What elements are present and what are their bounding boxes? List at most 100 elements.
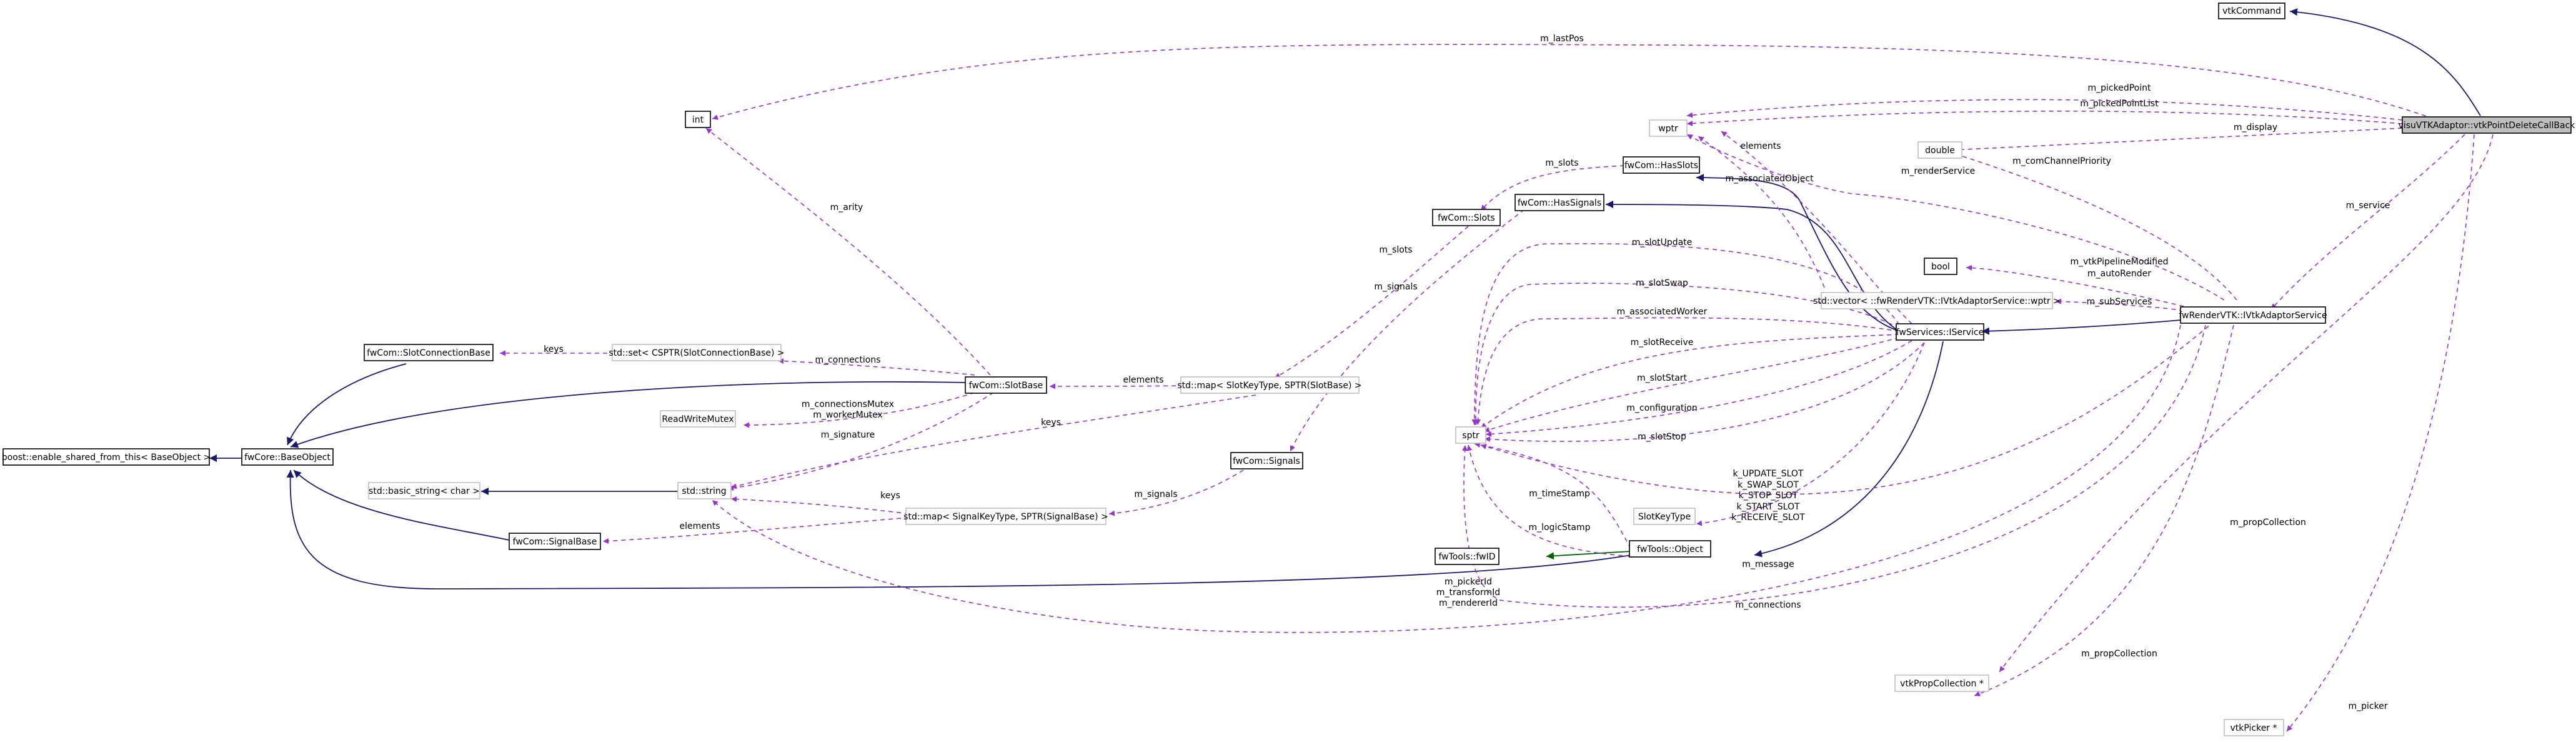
node-iservice[interactable]: fwServices::IService — [1896, 323, 1984, 341]
edge-kslots — [1696, 342, 1925, 526]
node-boost-enable-shared[interactable]: boost::enable_shared_from_this< BaseObje… — [2, 448, 211, 466]
edge-slotstop — [1484, 342, 1925, 443]
node-vtkpicker[interactable]: vtkPicker * — [2224, 719, 2284, 736]
label-keys-mapslot: keys — [1041, 418, 1061, 428]
label-m-lastpos: m_lastPos — [1540, 34, 1584, 44]
edge-lastpos — [712, 44, 2434, 120]
edge-propcollection-top — [1999, 134, 2494, 673]
label-m-pickedpoint: m_pickedPoint — [2088, 83, 2151, 93]
label-m-logicstamp: m_logicStamp — [1528, 523, 1590, 533]
label-m-subservices: m_subServices — [2087, 297, 2152, 307]
label-m-associatedobject: m_associatedObject — [1725, 174, 1814, 184]
node-map-slot[interactable]: std::map< SlotKeyType, SPTR(SlotBase) > — [1177, 376, 1362, 394]
svg-text:ReadWriteMutex: ReadWriteMutex — [662, 414, 734, 424]
label-keys-setcsptr: keys — [544, 344, 564, 354]
node-vtkcommand[interactable]: vtkCommand — [2218, 3, 2285, 19]
svg-text:fwCom::SlotBase: fwCom::SlotBase — [969, 381, 1043, 391]
node-std-string[interactable]: std::string — [677, 482, 732, 499]
label-m-configuration: m_configuration — [1626, 403, 1698, 413]
node-hasslots[interactable]: fwCom::HasSlots — [1623, 156, 1700, 174]
edge-pickedpointlist — [1686, 111, 2403, 126]
svg-text:bool: bool — [1931, 262, 1950, 272]
edge-elements-mapsignal — [602, 517, 910, 544]
node-bool[interactable]: bool — [1924, 258, 1957, 275]
label-m-renderservice: m_renderService — [1901, 166, 1976, 176]
label-m-slotupdate: m_slotUpdate — [1632, 238, 1693, 248]
svg-text:fwCom::HasSignals: fwCom::HasSignals — [1518, 198, 1601, 208]
node-hassignals[interactable]: fwCom::HasSignals — [1514, 194, 1604, 211]
svg-text:fwCom::Slots: fwCom::Slots — [1438, 213, 1495, 223]
node-signals[interactable]: fwCom::Signals — [1230, 452, 1303, 469]
edge-propcollection-bottom — [1974, 324, 2234, 696]
svg-text:std::string: std::string — [682, 486, 726, 496]
label-m-message: m_message — [1742, 559, 1794, 569]
edge-signals-map — [1108, 469, 1244, 516]
label-m-rendererid: m_rendererId — [1439, 598, 1498, 608]
node-vtkpropcollection[interactable]: vtkPropCollection * — [1894, 674, 1989, 692]
svg-text:fwTools::Object: fwTools::Object — [1637, 544, 1703, 554]
edge-root-to-vtkcommand — [2289, 8, 2481, 116]
edge-renderservice — [1686, 134, 2225, 301]
label-m-signature: m_signature — [821, 430, 875, 440]
edge-display — [1952, 128, 2403, 153]
label-keys-mapsignal: keys — [880, 491, 900, 501]
label-m-associatedworker: m_associatedWorker — [1617, 307, 1708, 317]
label-m-display: m_display — [2234, 123, 2277, 133]
node-double[interactable]: double — [1917, 141, 1962, 159]
label-m-autorender: m_autoRender — [2087, 269, 2151, 279]
label-m-slotstop: m_slotStop — [1638, 432, 1686, 442]
label-m-slotswap: m_slotSwap — [1636, 278, 1688, 288]
node-basic-string[interactable]: std::basic_string< char > — [368, 482, 480, 499]
node-slotkeytype[interactable]: SlotKeyType — [1633, 508, 1696, 525]
edge-labels: m_lastPos m_pickedPoint m_pickedPointLis… — [544, 34, 2390, 711]
node-slots[interactable]: fwCom::Slots — [1432, 209, 1501, 226]
label-m-connectionsmutex: m_connectionsMutex — [802, 399, 894, 409]
edge-mutexes — [743, 392, 975, 428]
node-set-csptr[interactable]: std::set< CSPTR(SlotConnectionBase) > — [609, 344, 785, 361]
label-k-start: k_START_SLOT — [1736, 502, 1800, 512]
edge-slotreceive — [1480, 334, 1900, 429]
label-m-arity: m_arity — [830, 203, 863, 213]
svg-text:boost::enable_shared_from_this: boost::enable_shared_from_this< BaseObje… — [2, 453, 211, 463]
svg-text:vtkCommand: vtkCommand — [2222, 6, 2281, 16]
edge-comchannelpriority — [1952, 152, 2237, 301]
node-int[interactable]: int — [685, 111, 711, 128]
svg-text:fwRenderVTK::IVtkAdaptorServic: fwRenderVTK::IVtkAdaptorService — [2179, 311, 2327, 321]
label-m-vtkpipelinemodified: m_vtkPipelineModified — [2070, 257, 2168, 267]
label-m-slotreceive: m_slotReceive — [1631, 338, 1694, 348]
edge-keys-mapslot — [730, 394, 1256, 489]
edge-slotconnbase-to-baseobject — [287, 363, 407, 446]
node-signalbase[interactable]: fwCom::SignalBase — [509, 533, 601, 550]
node-vtkpointdeletecallback[interactable]: visuVTKAdaptor::vtkPointDeleteCallBack — [2399, 116, 2576, 134]
node-slotbase[interactable]: fwCom::SlotBase — [965, 376, 1047, 394]
node-ivtkadaptorservice[interactable]: fwRenderVTK::IVtkAdaptorService — [2179, 306, 2327, 324]
label-k-update: k_UPDATE_SLOT — [1733, 469, 1804, 479]
node-sptr[interactable]: sptr — [1455, 426, 1486, 444]
node-fwobject[interactable]: fwTools::Object — [1629, 540, 1711, 558]
label-m-connections-set: m_connections — [815, 355, 880, 365]
svg-text:fwCore::BaseObject: fwCore::BaseObject — [244, 453, 331, 463]
edge-signature — [727, 392, 994, 491]
label-m-connections-bottom: m_connections — [1735, 600, 1801, 610]
label-m-workermutex: m_workerMutex — [813, 410, 882, 420]
edge-pickedpoint — [1686, 99, 2403, 121]
edge-slots-hasslots — [1480, 165, 1625, 211]
node-map-signal[interactable]: std::map< SignalKeyType, SPTR(SignalBase… — [903, 508, 1108, 525]
svg-text:fwServices::IService: fwServices::IService — [1896, 328, 1984, 338]
svg-text:std::vector< ::fwRenderVTK::IV: std::vector< ::fwRenderVTK::IVtkAdaptorS… — [1813, 296, 2061, 306]
node-vector-wptr[interactable]: std::vector< ::fwRenderVTK::IVtkAdaptorS… — [1813, 292, 2061, 309]
edge-connections-bottom — [1461, 324, 2206, 608]
svg-text:fwCom::SignalBase: fwCom::SignalBase — [513, 537, 597, 547]
edge-slotbase-to-baseobject — [290, 381, 966, 448]
node-readwritemutex[interactable]: ReadWriteMutex — [660, 410, 736, 428]
edge-timestamp — [1474, 442, 1631, 549]
node-wptr[interactable]: wptr — [1649, 119, 1688, 137]
edge-logicstamp — [1466, 444, 1631, 557]
node-fwid[interactable]: fwTools::fwID — [1435, 548, 1499, 565]
node-slotconnectionbase[interactable]: fwCom::SlotConnectionBase — [364, 344, 494, 361]
edge-arity — [705, 128, 991, 376]
edge-connections-set — [777, 358, 975, 376]
node-baseobject[interactable]: fwCore::BaseObject — [241, 448, 334, 466]
svg-text:wptr: wptr — [1658, 124, 1678, 134]
